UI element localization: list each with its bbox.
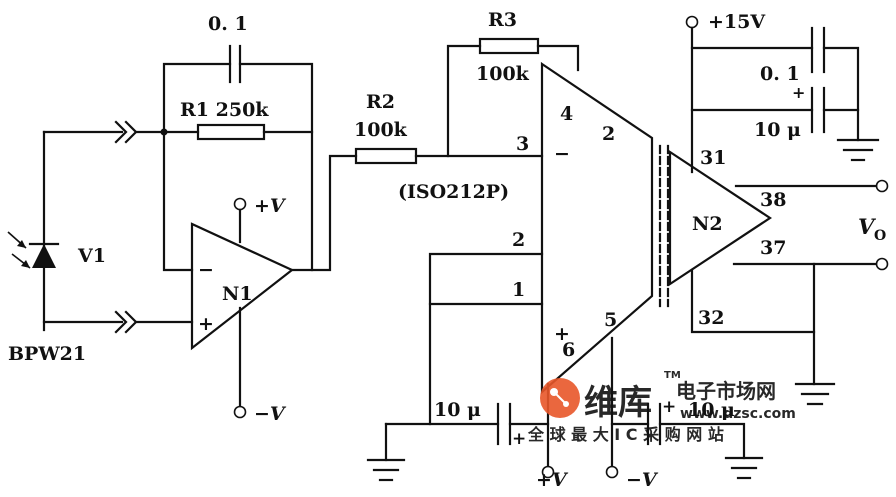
input-ground-wiring (366, 252, 555, 482)
watermark-brand: 维库 (584, 383, 652, 423)
iso-minus-sign: − (554, 143, 570, 165)
iso212p-label: (ISO212P) (398, 181, 509, 203)
r3-value: 100k (476, 63, 530, 85)
r2-resistor (354, 147, 544, 165)
cap-left-label: 10 μ (434, 399, 481, 421)
r2-name: R2 (366, 91, 395, 113)
pin-2-right: 2 (602, 123, 615, 145)
n1-minus-sign: − (198, 259, 214, 281)
c1-label: 0. 1 (208, 13, 248, 35)
pin-3: 3 (516, 133, 529, 155)
pin-4: 4 (560, 103, 573, 125)
connector-bottom (42, 310, 194, 334)
n1-label: N1 (222, 283, 253, 305)
pin-37: 37 (760, 237, 786, 259)
vo-subscript: O (874, 228, 886, 244)
n2-label: N2 (692, 213, 723, 235)
photodiode-v1 (7, 130, 60, 332)
pin-6: 6 (562, 339, 575, 361)
pin-2: 2 (512, 229, 525, 251)
negative-supply-wiring (605, 336, 764, 480)
iso-plus-sign: + (554, 323, 570, 345)
plus15v-label: +15V (708, 11, 766, 33)
pin-32: 32 (698, 307, 724, 329)
feedback-network (162, 44, 314, 272)
isolation-amplifier-iso212p (540, 61, 670, 395)
vo-label: V (858, 214, 877, 239)
dzsc-watermark: 维库 TM 电子市场网 www.dzsc.com 全 球 最 大 I C 采 购… (527, 370, 796, 444)
v1-label: V1 (77, 245, 106, 267)
c-top-label: 0. 1 (760, 63, 800, 85)
watermark-url: www.dzsc.com (680, 406, 796, 422)
r1-resistor (196, 123, 266, 141)
n1-plus-v-label: +V (254, 195, 287, 217)
watermark-tm: TM (664, 370, 681, 381)
r3-name: R3 (488, 9, 517, 31)
bottom-plus-v: +V (536, 469, 569, 491)
connector-top (42, 120, 166, 144)
bottom-minus-v: −V (626, 469, 659, 491)
pin-1: 1 (512, 279, 525, 301)
n2-output-wiring (690, 179, 889, 406)
r1-label: R1 250k (180, 99, 269, 121)
pin-31: 31 (700, 147, 726, 169)
n1-plus-sign: + (198, 313, 214, 335)
watermark-slogan: 全 球 最 大 I C 采 购 网 站 (527, 425, 724, 444)
opamp-n1 (190, 154, 358, 419)
r2-value: 100k (354, 119, 408, 141)
n1-minus-v-label: −V (254, 403, 287, 425)
opamp-n2 (668, 149, 772, 287)
bpw21-label: BPW21 (8, 343, 86, 365)
c-mid-label: 10 μ (754, 119, 801, 141)
r3-resistor (446, 37, 580, 158)
watermark-cn-title: 电子市场网 (676, 379, 776, 403)
c-mid-plus: + (792, 83, 805, 102)
cap-right-plus: + (662, 397, 676, 417)
pin-5: 5 (604, 309, 617, 331)
pin-38: 38 (760, 189, 786, 211)
power-supply-15v (685, 15, 880, 174)
cap-right-label: 10 μ (688, 399, 735, 421)
cap-left-plus: + (512, 429, 526, 449)
